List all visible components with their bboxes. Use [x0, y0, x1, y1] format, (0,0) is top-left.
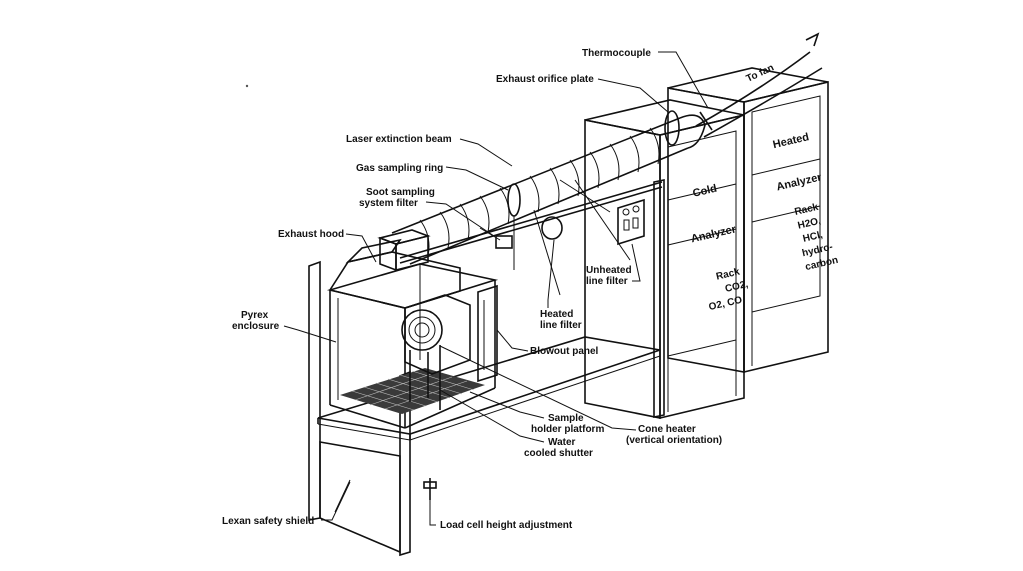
label-heated-filter-1: Heated [540, 309, 573, 320]
svg-text:HCl,: HCl, [802, 230, 824, 245]
label-unheated-1: Unheated [586, 265, 632, 276]
svg-text:Cold: Cold [692, 183, 719, 200]
label-pyrex-1: Pyrex [241, 310, 269, 321]
label-exhaust-orifice-plate: Exhaust orifice plate [496, 74, 594, 85]
callouts: Thermocouple To fan Exhaust orifice plat… [222, 48, 776, 531]
lexan-safety-shield [319, 441, 401, 554]
label-gas-sampling-ring: Gas sampling ring [356, 163, 443, 174]
cold-analyzer-rack [584, 99, 745, 420]
svg-text:Analyzer: Analyzer [775, 171, 823, 193]
label-unheated-2: line filter [586, 276, 628, 287]
load-cell-adjuster [423, 478, 437, 500]
label-exhaust-hood: Exhaust hood [278, 229, 344, 240]
label-to-fan: To fan [745, 62, 776, 84]
svg-text:Heated: Heated [772, 131, 810, 151]
label-lexan-shield: Lexan safety shield [222, 516, 314, 527]
cold-rack-text: Cold Analyzer Rack CO2, O2, CO [690, 183, 750, 314]
label-cone-heater-1: Cone heater [638, 424, 696, 435]
label-laser-extinction-beam: Laser extinction beam [346, 134, 452, 145]
svg-text:H2O,: H2O, [797, 216, 822, 232]
label-sample-1: Sample [548, 413, 584, 424]
label-heated-filter-2: line filter [540, 320, 582, 331]
heated-rack-text: Heated Analyzer Rack H2O, HCl, hydro- ca… [772, 131, 839, 273]
label-blowout-panel: Blowout panel [530, 346, 599, 357]
label-cone-heater-2: (vertical orientation) [626, 435, 722, 446]
label-water-1: Water [548, 437, 576, 448]
label-soot-sampling-2: system filter [359, 198, 418, 209]
label-soot-sampling-1: Soot sampling [366, 187, 435, 198]
label-load-cell: Load cell height adjustment [440, 520, 573, 531]
svg-text:Analyzer: Analyzer [690, 223, 738, 245]
svg-text:O2, CO: O2, CO [708, 295, 744, 313]
svg-text:CO2,: CO2, [724, 279, 749, 295]
scan-speck [245, 84, 249, 88]
label-water-2: cooled shutter [524, 448, 593, 459]
svg-text:Rack: Rack [715, 266, 741, 282]
sample-holder-grid [340, 368, 485, 414]
label-pyrex-2: enclosure [232, 321, 280, 332]
label-sample-2: holder platform [531, 424, 604, 435]
svg-text:Rack: Rack [794, 202, 820, 218]
label-thermocouple: Thermocouple [582, 48, 651, 59]
sampling-lines [479, 179, 645, 296]
exhaust-duct [391, 32, 823, 265]
